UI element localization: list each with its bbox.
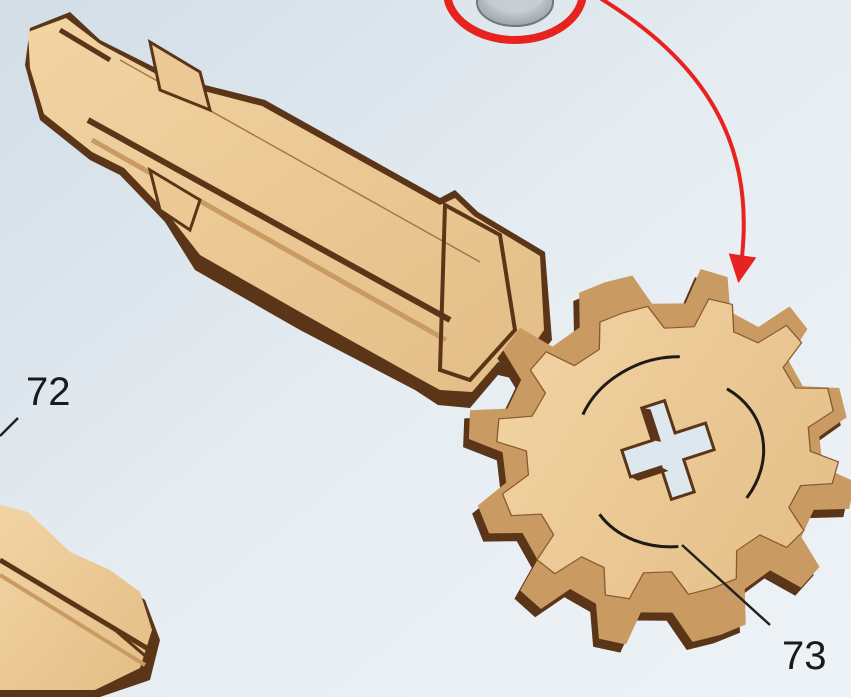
part-label-72: 72	[26, 372, 71, 412]
part-label-73: 73	[782, 636, 827, 676]
